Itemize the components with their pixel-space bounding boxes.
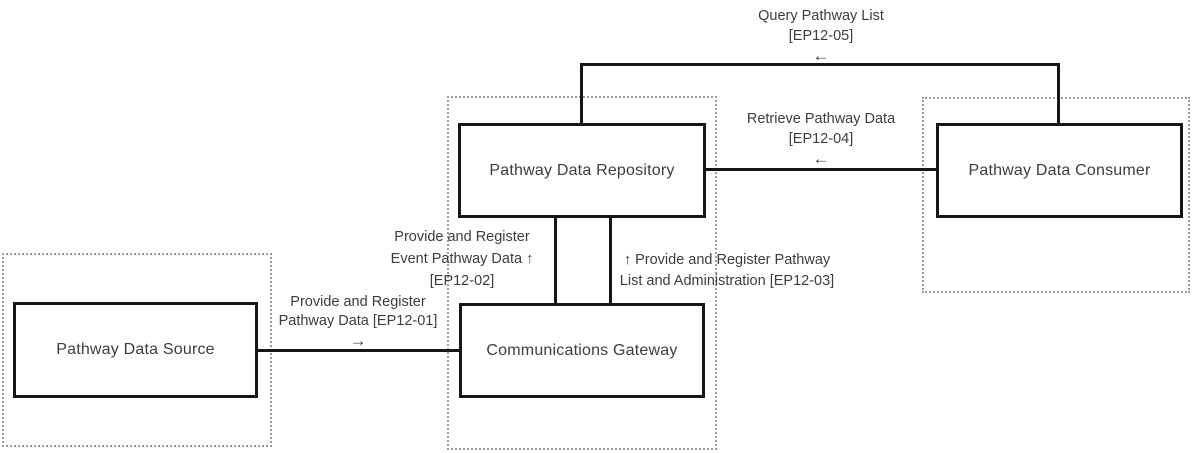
node-label: Pathway Data Consumer [968, 161, 1151, 179]
connector-retrieve-pathway-data [706, 168, 937, 171]
edge-label-ep12-04: Retrieve Pathway Data [EP12-04] ← [716, 109, 926, 168]
connector-provide-register-pathway-list [609, 218, 612, 304]
edge-label-line: Event Pathway Data ↑ [390, 251, 534, 267]
edge-label-line: Query Pathway List [758, 8, 884, 24]
arrow-left-icon: ← [812, 149, 830, 168]
edge-label-line: List and Administration [EP12-03] [619, 273, 835, 289]
node-label: Pathway Data Repository [489, 161, 675, 179]
edge-label-ep12-05: Query Pathway List [EP12-05] ← [716, 6, 926, 65]
arrow-left-icon: ← [812, 46, 830, 65]
edge-label-line: [EP12-04] [788, 131, 854, 147]
connector-provide-register-event-pathway-data [554, 218, 557, 304]
node-label: Communications Gateway [486, 341, 678, 359]
edge-label-line: ↑ Provide and Register Pathway [623, 252, 831, 268]
connector-query-pathway-list-vertical-left [580, 63, 583, 125]
connector-query-pathway-list-vertical-right [1057, 63, 1060, 125]
connector-provide-register-pathway-data [258, 349, 460, 352]
edge-label-line: [EP12-05] [788, 28, 854, 44]
connector-query-pathway-list-horizontal [580, 63, 1060, 66]
edge-label-ep12-02: Provide and Register Event Pathway Data … [367, 226, 557, 292]
edge-label-line: Pathway Data [EP12-01] [278, 313, 438, 329]
edge-label-ep12-01: Provide and Register Pathway Data [EP12-… [263, 293, 453, 350]
node-pathway-data-repository: Pathway Data Repository [458, 123, 706, 218]
node-communications-gateway: Communications Gateway [459, 303, 705, 398]
edge-label-line: Provide and Register [290, 294, 426, 310]
node-label: Pathway Data Source [56, 341, 215, 358]
node-pathway-data-source: Pathway Data Source [13, 302, 258, 398]
group-boundary-consumer [922, 97, 1190, 293]
edge-label-ep12-03: ↑ Provide and Register Pathway List and … [602, 250, 852, 292]
edge-label-line: [EP12-02] [429, 273, 495, 289]
edge-label-line: Retrieve Pathway Data [746, 111, 896, 127]
arrow-right-icon: → [349, 331, 367, 350]
edge-label-line: Provide and Register [394, 229, 530, 245]
node-pathway-data-consumer: Pathway Data Consumer [936, 123, 1183, 218]
